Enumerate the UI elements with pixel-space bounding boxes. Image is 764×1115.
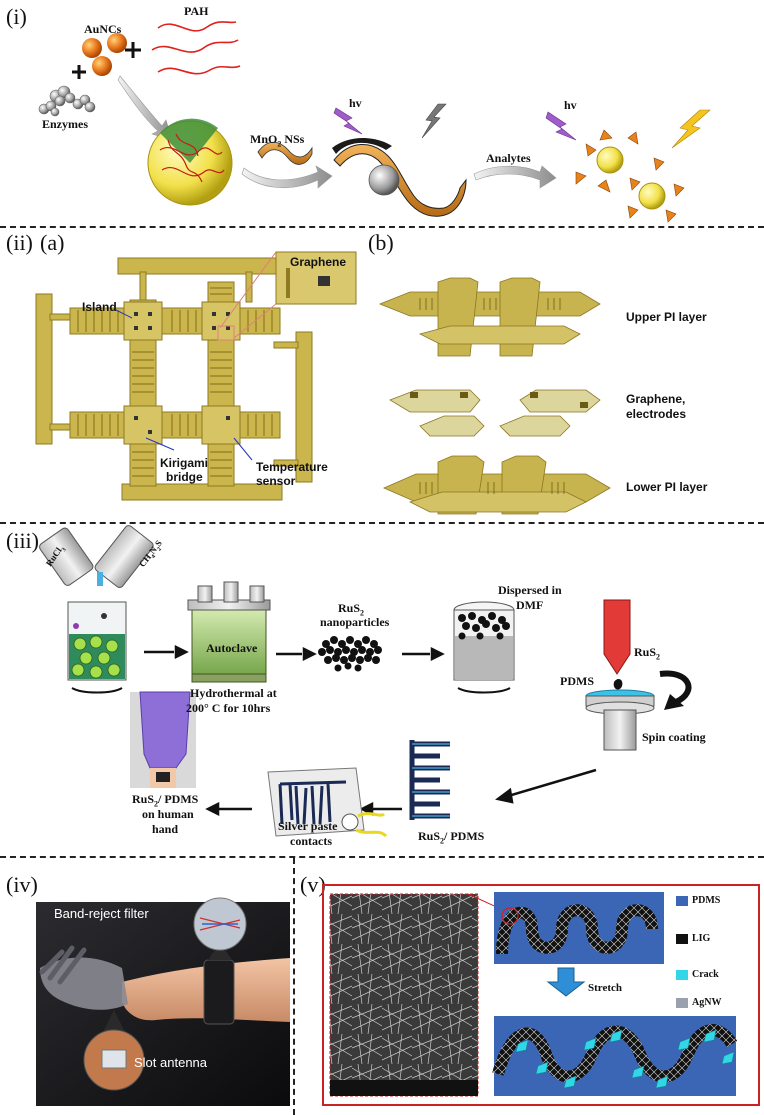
sensor-label: sensor xyxy=(256,474,296,488)
panel-label-ii-b: (b) xyxy=(368,230,394,255)
hydrothermal-label-1: Hydrothermal at xyxy=(190,686,277,700)
divider-3 xyxy=(0,856,764,858)
wearable-photo-iv xyxy=(36,897,290,1106)
hydrothermal-label-2: 200° C for 10hrs xyxy=(186,701,271,715)
panel-i-graphic xyxy=(38,21,711,223)
hand-label-2: on human xyxy=(142,807,194,821)
pdms-label: PDMS xyxy=(560,674,594,688)
panel-label-iii: (iii) xyxy=(6,528,39,553)
silver-paste-label-1: Silver paste xyxy=(278,819,338,833)
divider-vertical xyxy=(293,858,295,1115)
lower-pi-label: Lower PI layer xyxy=(626,480,708,494)
graphene-inset-label: Graphene xyxy=(290,255,347,269)
mno2-label: MnO2 NSs xyxy=(250,132,305,149)
legend-pdms: PDMS xyxy=(692,895,721,906)
rus2-pdms-label: RuS2/ PDMS xyxy=(418,829,485,846)
enzymes-label: Enzymes xyxy=(42,117,88,131)
island-label: Island xyxy=(82,300,117,314)
hv-label-1: hv xyxy=(349,96,362,110)
panel-v-graphic xyxy=(329,892,738,1097)
kirigami-device-a xyxy=(35,251,357,501)
divider-2 xyxy=(0,522,764,524)
graphene-electrodes-label-1: Graphene, xyxy=(626,392,686,406)
dispersed-label-2: DMF xyxy=(516,598,544,612)
legend-lig: LIG xyxy=(692,933,711,944)
kirigami-label: Kirigami xyxy=(160,456,209,470)
panel-label-i: (i) xyxy=(6,4,27,29)
upper-pi-label: Upper PI layer xyxy=(626,310,707,324)
dispersed-label-1: Dispersed in xyxy=(498,583,562,597)
legend-crack: Crack xyxy=(692,969,719,980)
spin-coating-label: Spin coating xyxy=(642,730,706,744)
panel-label-ii-a: (a) xyxy=(40,230,65,255)
autoclave-label: Autoclave xyxy=(206,641,258,655)
temperature-label: Temperature xyxy=(256,460,328,474)
band-reject-label: Band-reject filter xyxy=(54,906,149,921)
rus2-np-label-1: RuS2 xyxy=(338,601,365,618)
panel-label-iv: (iv) xyxy=(6,872,38,897)
auncs-label: AuNCs xyxy=(84,22,122,36)
divider-1 xyxy=(0,226,764,228)
analytes-label: Analytes xyxy=(486,151,531,165)
legend-agnw: AgNW xyxy=(692,997,722,1008)
stretch-label: Stretch xyxy=(588,982,623,994)
panel-v-frame xyxy=(322,884,760,1106)
hand-label-1: RuS2/ PDMS xyxy=(132,792,199,809)
layer-stack-b xyxy=(378,277,611,515)
rus2-label: RuS2 xyxy=(634,645,661,662)
silver-paste-label-2: contacts xyxy=(290,834,332,848)
panel-label-ii: (ii) xyxy=(6,230,33,255)
panel-label-v: (v) xyxy=(300,872,326,897)
slot-antenna-label: Slot antenna xyxy=(134,1055,208,1070)
pah-label: PAH xyxy=(184,4,209,18)
hv-label-2: hv xyxy=(564,98,577,112)
rus2-np-label-2: nanoparticles xyxy=(320,615,390,629)
panel-iii-graphic xyxy=(39,525,692,838)
graphene-electrodes-label-2: electrodes xyxy=(626,407,687,421)
hand-label-3: hand xyxy=(152,822,179,836)
bridge-label: bridge xyxy=(166,470,203,484)
